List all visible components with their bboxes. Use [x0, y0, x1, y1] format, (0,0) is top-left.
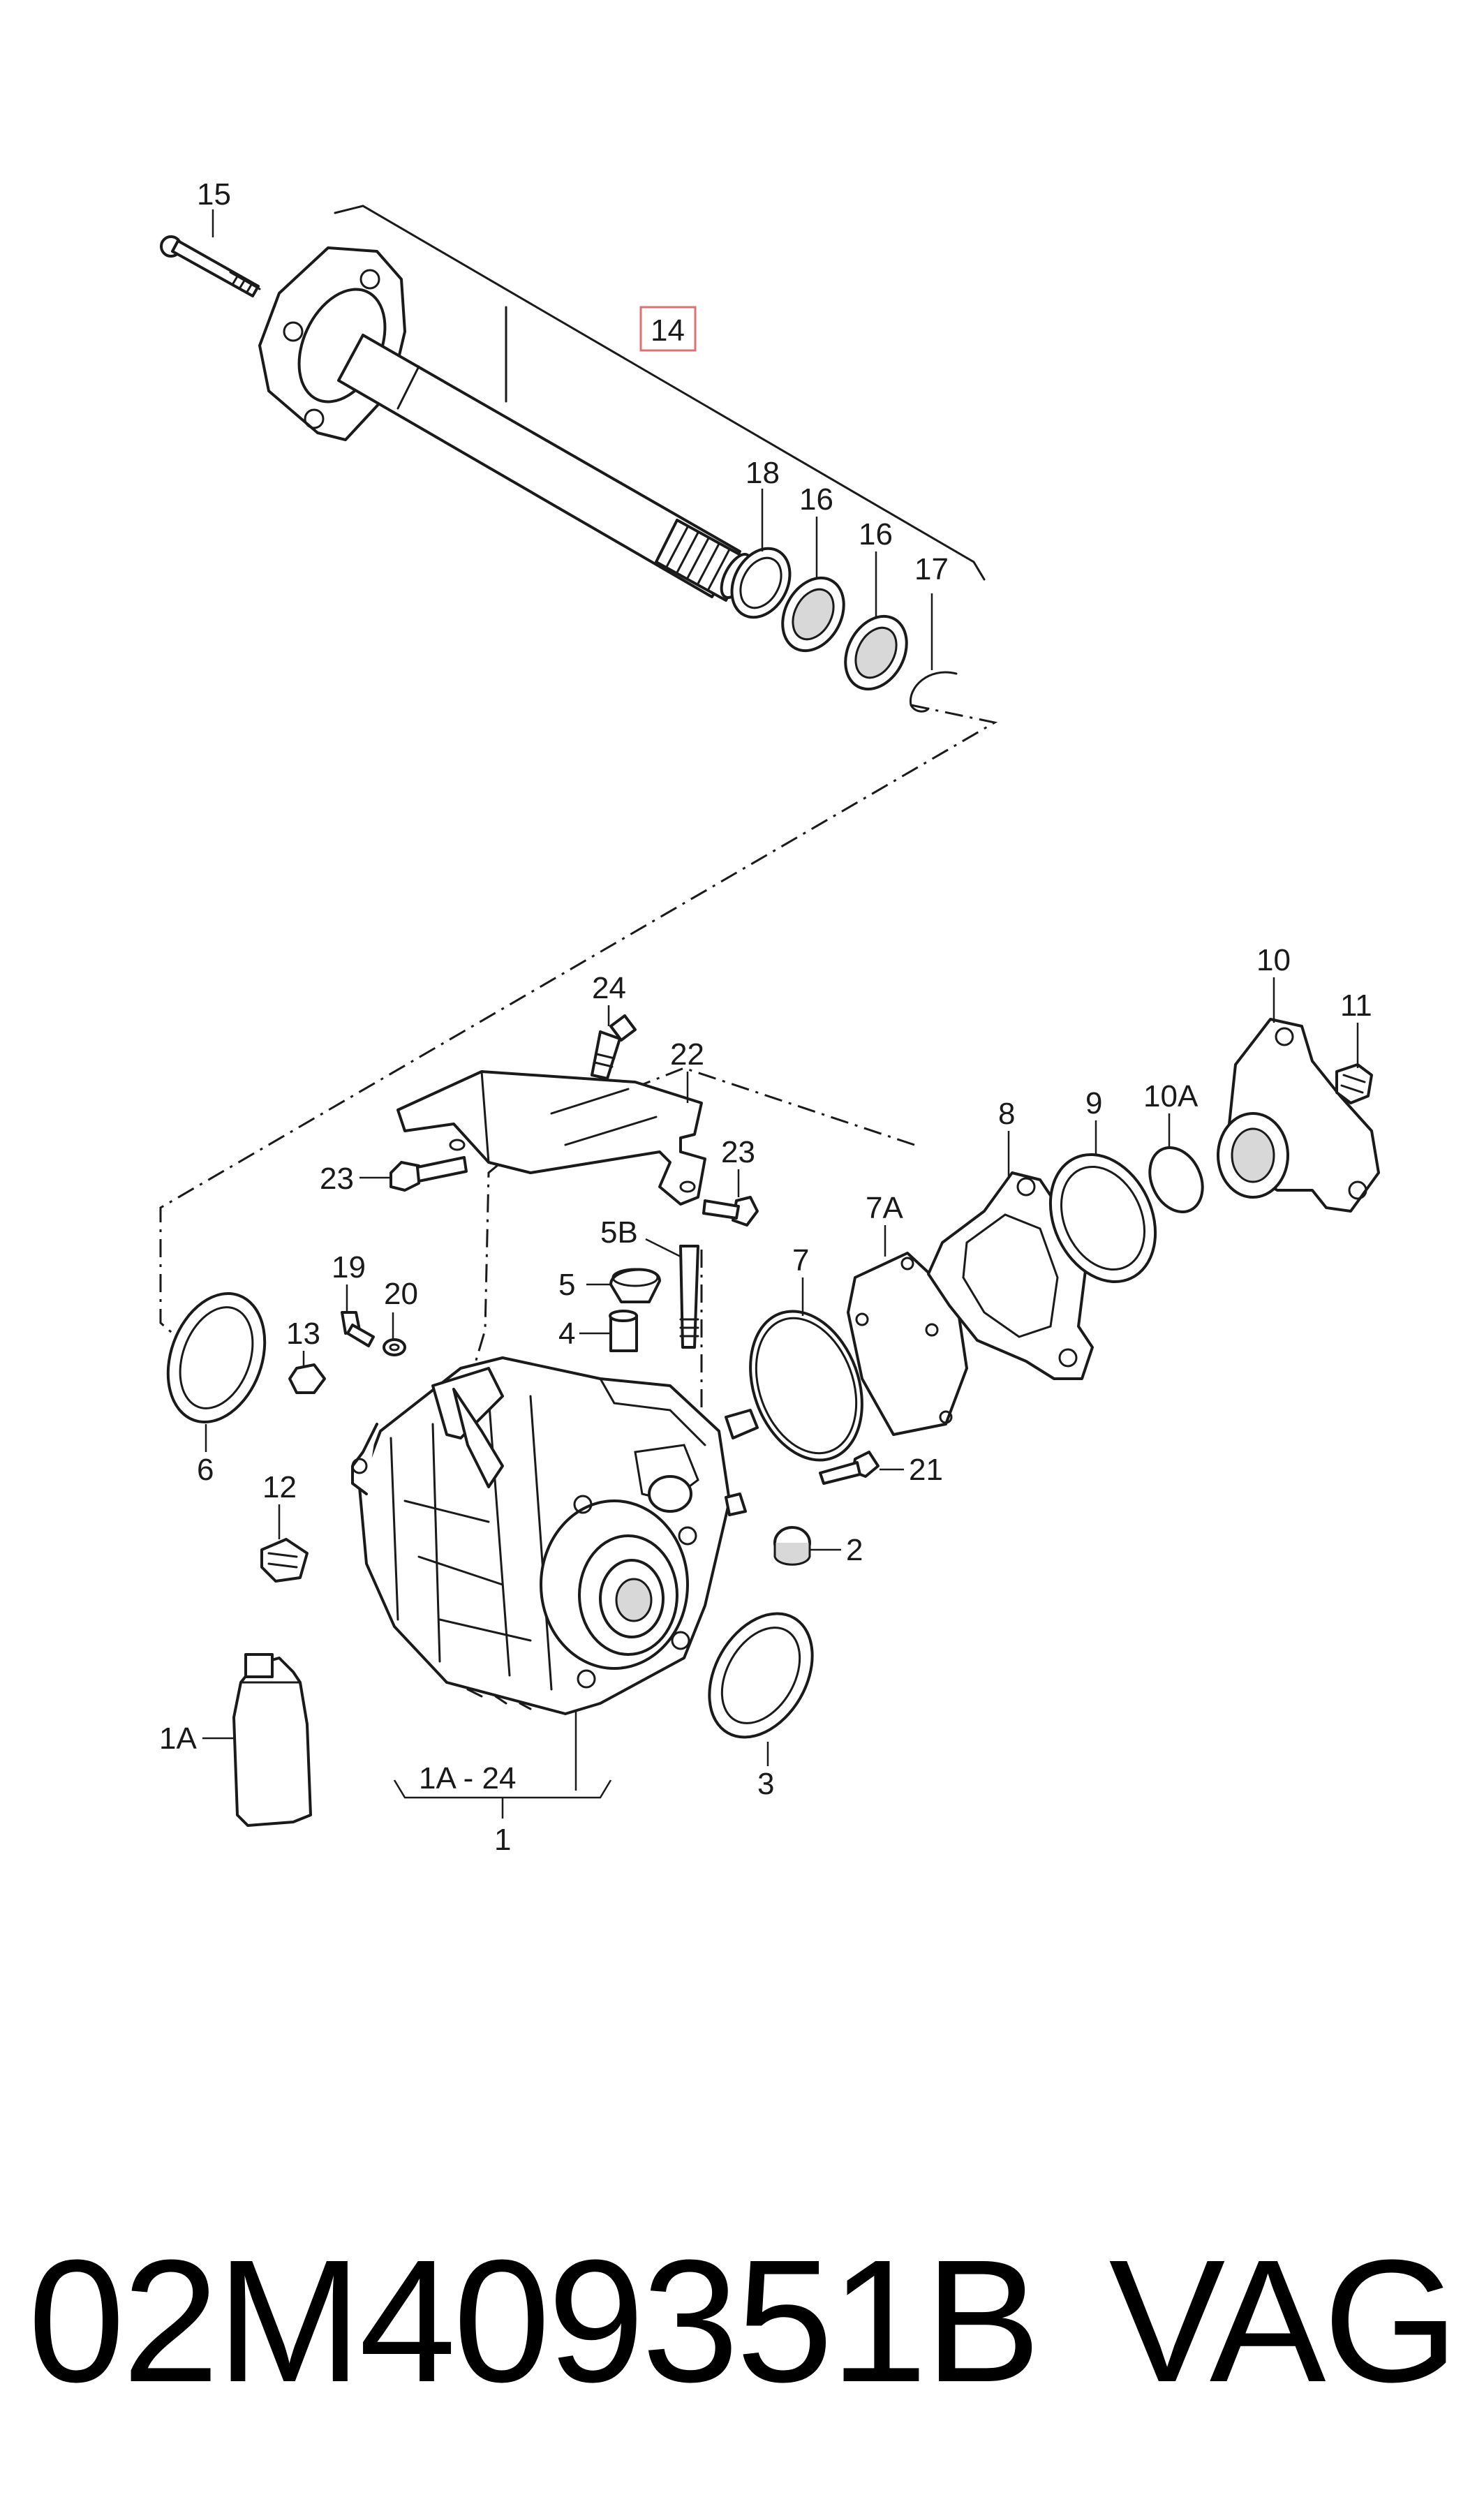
callout-3: 3 [757, 1767, 774, 1801]
cover-8 [927, 1171, 1094, 1380]
callout-8: 8 [998, 1097, 1015, 1131]
callout-range: 1A - 24 [419, 1761, 516, 1795]
bolt-15 [160, 235, 261, 297]
callout-23b: 23 [721, 1135, 755, 1169]
pin-5B [679, 1245, 699, 1349]
callout-21: 21 [909, 1453, 943, 1487]
nut-11 [1335, 1063, 1373, 1104]
sleeve-4 [609, 1310, 638, 1352]
circlip-17 [909, 671, 958, 713]
cap-2 [773, 1526, 811, 1566]
callout-13: 13 [286, 1317, 320, 1351]
callout-5B: 5B [600, 1215, 638, 1250]
callout-7A: 7A [866, 1191, 903, 1225]
part-number: 02M409351B [28, 2223, 1041, 2418]
callout-11: 11 [1340, 988, 1372, 1023]
caption: 02M409351B VAG [28, 2223, 1459, 2418]
flange-10 [1217, 1018, 1380, 1213]
seal-3 [708, 1612, 814, 1739]
callout-9: 9 [1085, 1086, 1102, 1120]
callout-23a: 23 [320, 1162, 354, 1196]
callout-5: 5 [558, 1268, 575, 1302]
callout-16b: 16 [859, 517, 893, 551]
oring-10A [1148, 1146, 1204, 1213]
transfer-case-housing [351, 1356, 759, 1715]
screw-19 [341, 1311, 375, 1347]
leader-lines [202, 209, 1359, 1819]
bolt-23-left [389, 1156, 468, 1192]
oring-7 [749, 1310, 863, 1462]
callout-12: 12 [262, 1470, 297, 1504]
callout-2: 2 [846, 1533, 863, 1567]
plug-12 [260, 1538, 309, 1583]
stub-shaft-14 [258, 246, 753, 602]
callout-16a: 16 [799, 482, 833, 517]
callout-19: 19 [332, 1250, 366, 1284]
heat-shield-22 [396, 1070, 706, 1206]
plug-13 [288, 1363, 326, 1394]
callout-4: 4 [558, 1317, 575, 1351]
callout-7: 7 [792, 1243, 809, 1277]
callout-14: 14 [651, 313, 685, 348]
oil-bottle-1A [232, 1653, 312, 1827]
highlight-box-14 [639, 306, 697, 352]
bolt-24 [591, 1014, 637, 1080]
shaft-assembly-bracket [334, 205, 986, 581]
callout-18: 18 [745, 456, 780, 490]
bolt-21 [819, 1451, 880, 1485]
callout-labels: 15 14 18 16 16 17 24 22 10 11 23 23 10A … [159, 177, 1372, 1857]
washer-20 [383, 1338, 406, 1356]
bearing-16-a [781, 576, 845, 653]
seal-9 [1048, 1153, 1157, 1284]
callout-20: 20 [384, 1277, 418, 1311]
callout-17: 17 [914, 552, 949, 586]
brand-name: VAG [1108, 2223, 1459, 2418]
seal-6 [166, 1292, 267, 1423]
callout-15: 15 [197, 177, 231, 212]
callout-24: 24 [592, 971, 626, 1005]
callout-10: 10 [1256, 943, 1291, 977]
callout-1A: 1A [159, 1721, 197, 1756]
callout-22: 22 [670, 1037, 704, 1072]
plug-5 [609, 1268, 661, 1303]
callout-1: 1 [494, 1823, 511, 1857]
bearing-16-b [844, 614, 908, 691]
callout-10A: 10A [1143, 1079, 1199, 1113]
ring-18 [730, 547, 792, 619]
callout-6: 6 [197, 1453, 214, 1487]
bolt-23-right [702, 1196, 759, 1227]
gasket-7A [847, 1252, 968, 1436]
